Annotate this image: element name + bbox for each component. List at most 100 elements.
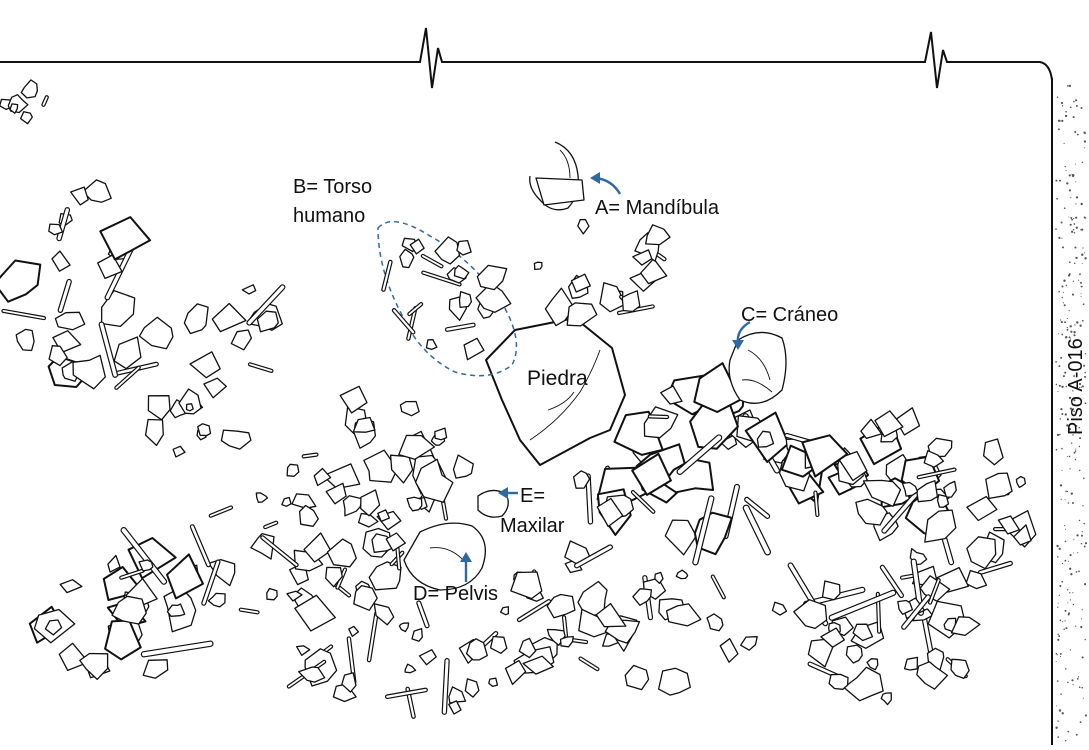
sediment-dot <box>1060 356 1063 359</box>
sediment-dot <box>1081 531 1083 533</box>
sediment-dot <box>1079 386 1081 388</box>
fragment <box>241 284 257 295</box>
fragment <box>901 594 931 630</box>
sediment-dot <box>1079 721 1082 724</box>
excavation-top-edge <box>0 27 1053 89</box>
fragment <box>266 587 278 601</box>
fragment <box>99 216 152 261</box>
sediment-dot <box>1081 656 1084 659</box>
fragment <box>140 640 214 658</box>
fragment <box>692 495 715 566</box>
sediment-dot <box>1068 216 1070 218</box>
fragment <box>44 619 63 636</box>
fragment <box>111 595 147 625</box>
sediment-dot <box>1078 279 1080 281</box>
sediment-dot <box>1084 375 1087 378</box>
sediment-dot <box>1060 693 1062 695</box>
fragment <box>326 538 357 568</box>
fragment <box>533 261 543 271</box>
fragment <box>910 558 924 616</box>
sediment-dot <box>1056 680 1059 682</box>
sediment-dot <box>1079 324 1082 327</box>
sediment-dot <box>1072 603 1075 606</box>
fragment <box>371 533 395 553</box>
fragment <box>463 337 485 361</box>
label-torso-line2: humano <box>293 205 365 227</box>
fragment <box>342 495 364 517</box>
fragment <box>366 611 379 663</box>
sediment-dot <box>1064 413 1067 416</box>
sediment-dot <box>1080 399 1083 402</box>
fragment <box>120 527 168 585</box>
fragment <box>852 623 874 642</box>
fragment <box>9 103 19 114</box>
fragment <box>147 395 171 421</box>
sediment-dot <box>1062 302 1064 304</box>
sediment-dot <box>1061 285 1064 288</box>
sediment-dot <box>1070 573 1073 576</box>
sediment-dot <box>1060 498 1062 500</box>
sediment-dot <box>1075 571 1078 573</box>
sediment-dot <box>1057 720 1059 722</box>
sediment-dot <box>1066 455 1068 458</box>
sediment-dot <box>1082 505 1084 507</box>
fragment <box>398 622 410 633</box>
fragment <box>104 619 142 661</box>
fragment <box>860 418 883 440</box>
fragment <box>384 687 428 700</box>
fragment <box>488 677 499 688</box>
sediment-dot <box>1066 424 1069 427</box>
fragment <box>596 497 624 528</box>
fragment <box>665 603 702 627</box>
sediment-dot <box>1068 274 1071 277</box>
sediment-dot <box>1068 84 1072 88</box>
sediment-dot <box>1059 656 1062 658</box>
sediment-dot <box>1084 542 1088 545</box>
sediment-dot <box>1063 279 1066 282</box>
sediment-dot <box>1078 519 1081 522</box>
sediment-dot <box>1081 319 1084 322</box>
sediment-dot <box>1073 552 1075 554</box>
sediment-dot <box>1075 203 1077 205</box>
fragment <box>138 559 154 572</box>
sediment-dot <box>1058 635 1061 638</box>
sediment-dot <box>1084 371 1086 374</box>
label-maxilar-line1: E= <box>520 485 545 507</box>
sediment-dot <box>1067 502 1070 504</box>
sediment-dot <box>1056 197 1058 200</box>
sediment-dot <box>1081 161 1084 164</box>
fragment <box>566 302 598 327</box>
sediment-dot <box>1057 390 1059 393</box>
sediment-dot <box>1075 196 1079 199</box>
fragment <box>142 659 169 679</box>
sediment-dot <box>1059 433 1061 436</box>
sediment-dot <box>1067 85 1069 87</box>
label-mandibula: A= Mandíbula <box>595 197 720 219</box>
fragment <box>291 493 317 509</box>
fragment <box>879 564 905 599</box>
sediment-dot <box>1061 333 1064 336</box>
fragment <box>298 504 319 527</box>
fragment <box>866 658 879 671</box>
fragment <box>256 310 279 333</box>
fragment <box>15 328 35 352</box>
sediment-dot <box>1068 336 1071 339</box>
torso-outline <box>377 220 518 377</box>
sediment-dot <box>1074 458 1077 461</box>
sediment-dot <box>1080 625 1083 629</box>
sediment-dot <box>1072 116 1075 119</box>
fragment <box>391 308 416 335</box>
fragment <box>411 627 423 642</box>
sediment-dot <box>1084 714 1087 717</box>
fragment <box>189 524 211 568</box>
sediment-dot <box>1071 218 1073 221</box>
sediment-dot <box>1069 325 1072 328</box>
sediment-dot <box>1065 110 1067 113</box>
fragment <box>144 418 164 447</box>
fragment <box>522 655 554 675</box>
fragment <box>172 445 186 458</box>
fragment <box>664 519 697 556</box>
sediment-dot <box>1084 252 1086 254</box>
fragment <box>676 434 723 475</box>
